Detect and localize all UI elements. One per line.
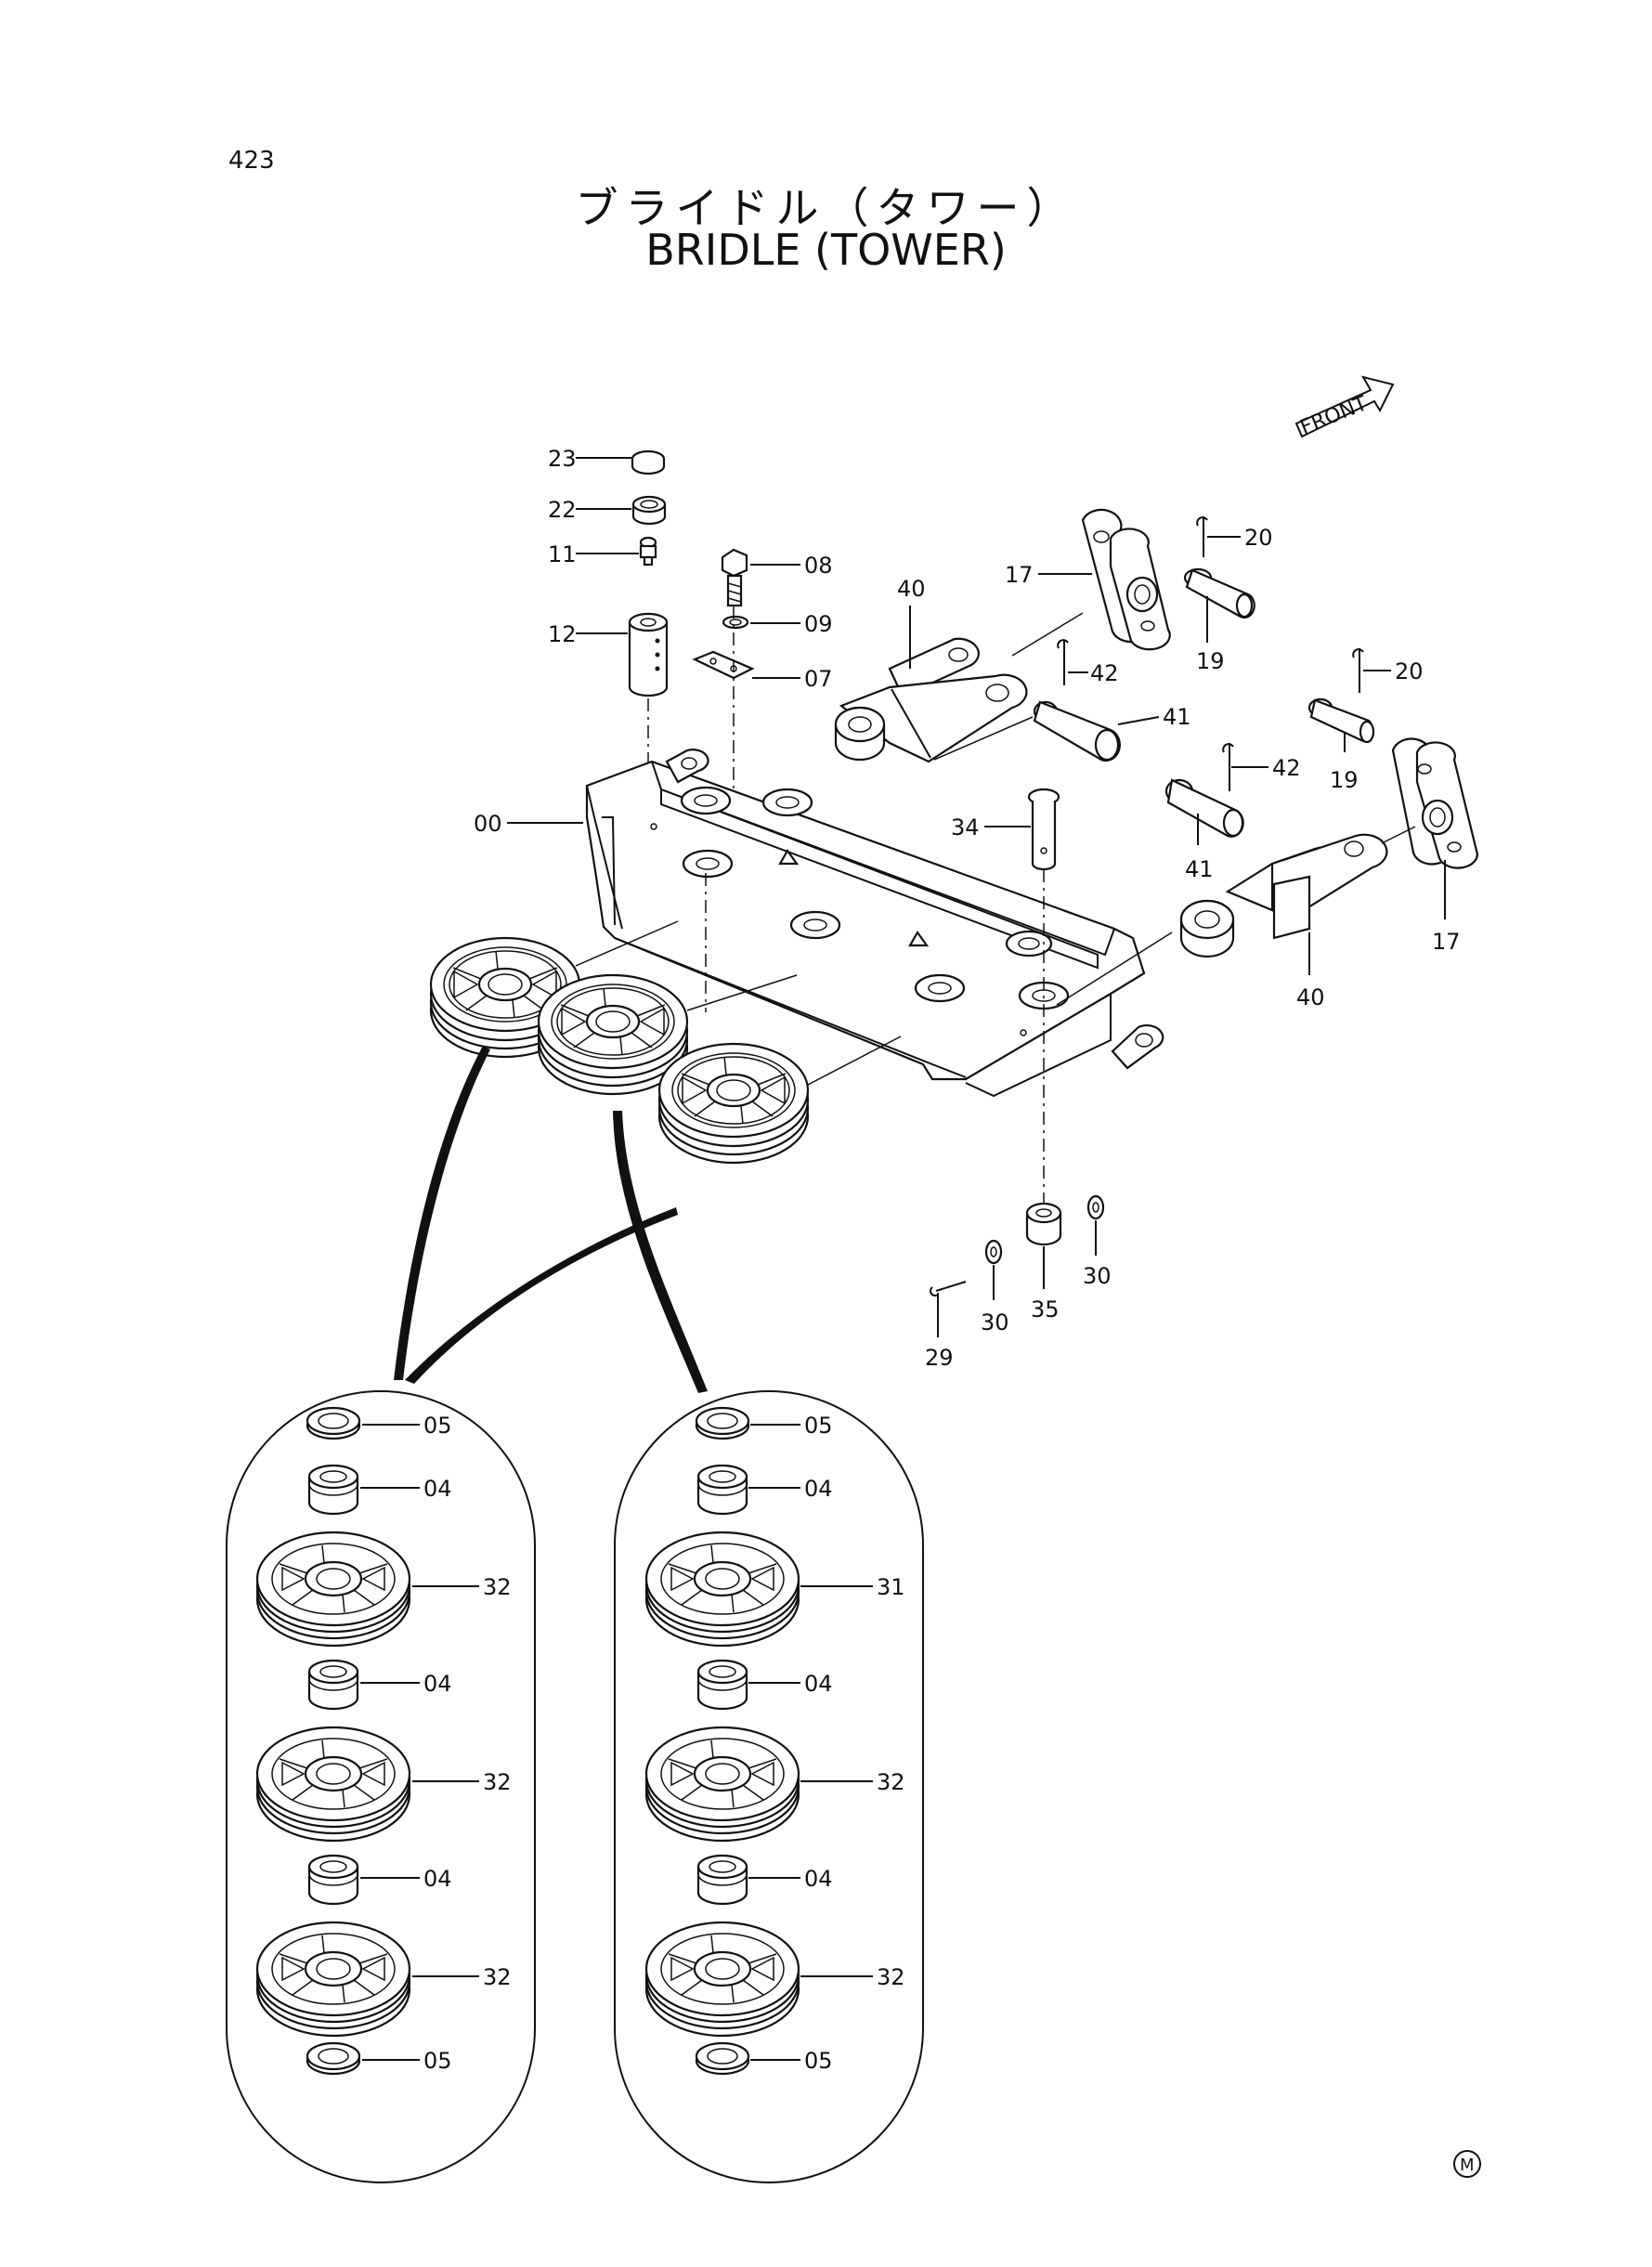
callout-32-right-2: 32 xyxy=(877,1964,905,1990)
callout-42-upper: 42 xyxy=(1090,660,1119,686)
washer-05-right-bottom xyxy=(695,2041,750,2076)
callout-32-left-2: 32 xyxy=(483,1769,512,1795)
bushing-35 xyxy=(1025,1202,1062,1246)
callout-04-left-2: 04 xyxy=(423,1671,452,1697)
bearing-04-left-3 xyxy=(307,1854,359,1906)
cotter-29 xyxy=(930,1281,967,1296)
bearing-04-left-1 xyxy=(307,1464,359,1516)
callout-41-lower: 41 xyxy=(1185,856,1214,882)
callout-11: 11 xyxy=(548,541,577,567)
page-number: 423 xyxy=(228,147,275,175)
m-mark: M xyxy=(1453,2150,1481,2178)
cotter-20-lower xyxy=(1352,648,1364,693)
bearing-04-left-2 xyxy=(307,1659,359,1711)
sheave-group-3 xyxy=(657,1042,810,1165)
callout-31-right: 31 xyxy=(877,1574,905,1600)
grease-fitting-11 xyxy=(639,536,657,567)
bearing-04-right-3 xyxy=(696,1854,748,1906)
bearing-04-right-2 xyxy=(696,1659,748,1711)
callout-05-right-top: 05 xyxy=(804,1413,833,1439)
pin-34 xyxy=(1027,788,1060,871)
front-direction-arrow: FRONT xyxy=(1294,375,1395,440)
callout-04-right-1: 04 xyxy=(804,1476,833,1502)
bushing-22 xyxy=(631,495,667,526)
pin-41-lower xyxy=(1164,778,1244,838)
assembly-capsule-left-outline xyxy=(226,1390,536,2183)
pin-19-lower xyxy=(1307,697,1375,744)
sheave-32-left-3 xyxy=(255,1921,411,2038)
callout-07: 07 xyxy=(804,666,833,692)
callout-40-lower: 40 xyxy=(1296,984,1325,1010)
plate-07 xyxy=(692,650,755,680)
pin-19-upper xyxy=(1183,567,1255,619)
callout-19-upper: 19 xyxy=(1196,648,1225,674)
callout-17-lower: 17 xyxy=(1432,929,1461,955)
callout-30-right: 30 xyxy=(1083,1263,1112,1289)
assembly-capsule-right xyxy=(614,1390,924,2183)
sheave-32-left-1 xyxy=(255,1531,411,1648)
cotter-42-upper xyxy=(1057,639,1069,685)
callout-04-left-3: 04 xyxy=(423,1866,452,1892)
sheave-32-right-2 xyxy=(644,1921,800,2038)
link-40-lower xyxy=(1179,833,1388,958)
callout-05-left-bottom: 05 xyxy=(423,2048,452,2074)
callout-32-right-1: 32 xyxy=(877,1769,905,1795)
washer-05-right-top xyxy=(695,1406,750,1440)
callout-00: 00 xyxy=(474,811,502,837)
sheave-32-left-2 xyxy=(255,1726,411,1843)
title-english: BRIDLE (TOWER) xyxy=(645,225,1007,275)
callout-05-left-top: 05 xyxy=(423,1413,452,1439)
callout-32-left-1: 32 xyxy=(483,1574,512,1600)
plate-17-upper xyxy=(1081,508,1171,651)
callout-09: 09 xyxy=(804,611,833,637)
callout-04-left-1: 04 xyxy=(423,1476,452,1502)
callout-34: 34 xyxy=(951,814,980,840)
m-mark-letter: M xyxy=(1460,2156,1475,2175)
callout-40-upper: 40 xyxy=(897,576,926,602)
callout-08: 08 xyxy=(804,553,833,579)
callout-32-left-3: 32 xyxy=(483,1964,512,1990)
callout-41-upper: 41 xyxy=(1163,704,1191,730)
washer-30-right xyxy=(1086,1194,1105,1220)
sheave-32-right-1 xyxy=(644,1726,800,1843)
front-label: FRONT xyxy=(1297,392,1372,440)
bearing-04-right-1 xyxy=(696,1464,748,1516)
callout-19-lower: 19 xyxy=(1330,767,1359,793)
link-40-upper xyxy=(834,637,1028,763)
callout-17-upper: 17 xyxy=(1005,562,1034,588)
callout-20-lower: 20 xyxy=(1395,658,1424,684)
callout-22: 22 xyxy=(548,497,577,523)
callout-23: 23 xyxy=(548,446,577,472)
pin-41-upper xyxy=(1033,700,1121,762)
washer-09 xyxy=(722,615,749,630)
title-japanese: ブライドル（タワー） xyxy=(575,183,1077,233)
plate-17-lower xyxy=(1391,737,1478,869)
cap-23 xyxy=(631,449,666,476)
callout-05-right-bottom: 05 xyxy=(804,2048,833,2074)
callout-42-lower: 42 xyxy=(1272,755,1301,781)
callout-35: 35 xyxy=(1031,1296,1060,1322)
callout-12: 12 xyxy=(548,621,577,647)
callout-20-upper: 20 xyxy=(1244,525,1273,551)
cotter-42-lower xyxy=(1222,743,1234,791)
callout-29: 29 xyxy=(925,1345,954,1371)
callout-04-right-3: 04 xyxy=(804,1866,833,1892)
cotter-20-upper xyxy=(1196,516,1208,557)
callout-30-left: 30 xyxy=(981,1309,1009,1335)
washer-05-left-bottom xyxy=(306,2041,361,2076)
washer-30-left xyxy=(984,1239,1003,1265)
pin-12 xyxy=(628,612,669,697)
callout-04-right-2: 04 xyxy=(804,1671,833,1697)
bridle-frame-00 xyxy=(585,749,1164,1098)
sheave-31-right xyxy=(644,1531,800,1648)
washer-05-left-top xyxy=(306,1406,361,1440)
bolt-08 xyxy=(721,548,748,607)
